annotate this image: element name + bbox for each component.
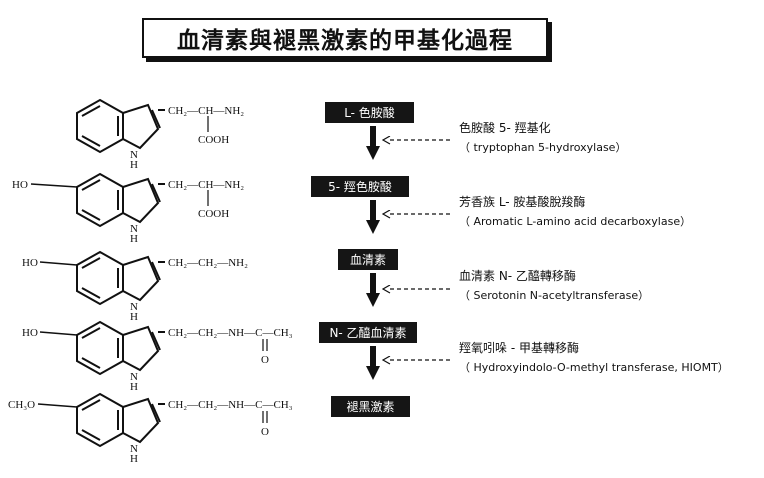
molecule-serotonin: HO N H CH₂—CH₂—NH₂ — [0, 248, 300, 323]
side-chain: CH₂—CH₂—NH₂ — [168, 257, 248, 269]
ring-nh-label: N — [130, 443, 138, 455]
enzyme-name-zh: 血清素 N- 乙醯轉移酶 — [459, 269, 576, 283]
ring-h-label: H — [130, 453, 138, 465]
substituent-left: HO — [12, 179, 28, 191]
down-arrow-icon — [366, 346, 380, 382]
substituent-left: HO — [22, 257, 38, 269]
enzyme-label-4: 羥氧吲哚 - 甲基轉移酶 （ Hydroxyindolo-O-methyl tr… — [459, 339, 729, 377]
enzyme-name-en: （ Serotonin N-acetyltransferase） — [459, 289, 650, 302]
side-chain: CH₂—CH₂—NH—C—CH₃ — [168, 399, 293, 411]
molecule-tryptophan: N H CH₂—CH—NH₂ COOH — [0, 96, 300, 171]
side-chain: CH₂—CH—NH₂ — [168, 105, 244, 117]
ring-h-label: H — [130, 381, 138, 393]
enzyme-label-1: 色胺酸 5- 羥基化 （ tryptophan 5-hydroxylase） — [459, 119, 626, 157]
compound-box-serotonin: 血清素 — [338, 249, 398, 270]
compound-box-melatonin: 褪黑激素 — [331, 396, 410, 417]
enzyme-name-zh: 羥氧吲哚 - 甲基轉移酶 — [459, 341, 579, 355]
compound-box-5-htp: 5- 羥色胺酸 — [311, 176, 409, 197]
side-chain: CH₂—CH₂—NH—C—CH₃ — [168, 327, 293, 339]
molecule-melatonin: CH₃O N H CH₂—CH₂—NH—C—CH₃ O — [0, 390, 320, 465]
substituent-left: CH₃O — [8, 399, 35, 411]
molecule-n-acetylserotonin: HO N H CH₂—CH₂—NH—C—CH₃ O — [0, 318, 320, 393]
enzyme-name-zh: 芳香族 L- 胺基酸脫羧酶 — [459, 195, 586, 209]
compound-box-tryptophan: L- 色胺酸 — [325, 102, 414, 123]
ring-nh-label: N — [130, 301, 138, 313]
enzyme-name-en: （ Aromatic L-amino acid decarboxylase） — [459, 215, 692, 228]
down-arrow-icon — [366, 273, 380, 309]
side-chain: CH₂—CH—NH₂ — [168, 179, 244, 191]
down-arrow-icon — [366, 200, 380, 236]
ring-nh-label: N — [130, 149, 138, 161]
carbonyl-oxygen: O — [261, 426, 269, 438]
ring-h-label: H — [130, 311, 138, 323]
ring-nh-label: N — [130, 223, 138, 235]
ring-h-label: H — [130, 233, 138, 245]
enzyme-label-3: 血清素 N- 乙醯轉移酶 （ Serotonin N-acetyltransfe… — [459, 267, 649, 305]
molecule-5-htp: HO N H CH₂—CH—NH₂ COOH — [0, 170, 300, 245]
enzyme-name-en: （ Hydroxyindolo-O-methyl transferase, HI… — [459, 361, 729, 374]
compound-box-n-acetylserotonin: N- 乙醯血清素 — [319, 322, 417, 343]
enzyme-name-en: （ tryptophan 5-hydroxylase） — [459, 141, 627, 154]
carboxyl-group: COOH — [198, 134, 229, 146]
substituent-left: HO — [22, 327, 38, 339]
enzyme-name-zh: 色胺酸 5- 羥基化 — [459, 121, 551, 135]
carbonyl-oxygen: O — [261, 354, 269, 366]
ring-nh-label: N — [130, 371, 138, 383]
down-arrow-icon — [366, 126, 380, 162]
enzyme-label-2: 芳香族 L- 胺基酸脫羧酶 （ Aromatic L-amino acid de… — [459, 193, 691, 231]
ring-h-label: H — [130, 159, 138, 171]
carboxyl-group: COOH — [198, 208, 229, 220]
diagram-title: 血清素與褪黑激素的甲基化過程 — [142, 18, 548, 58]
